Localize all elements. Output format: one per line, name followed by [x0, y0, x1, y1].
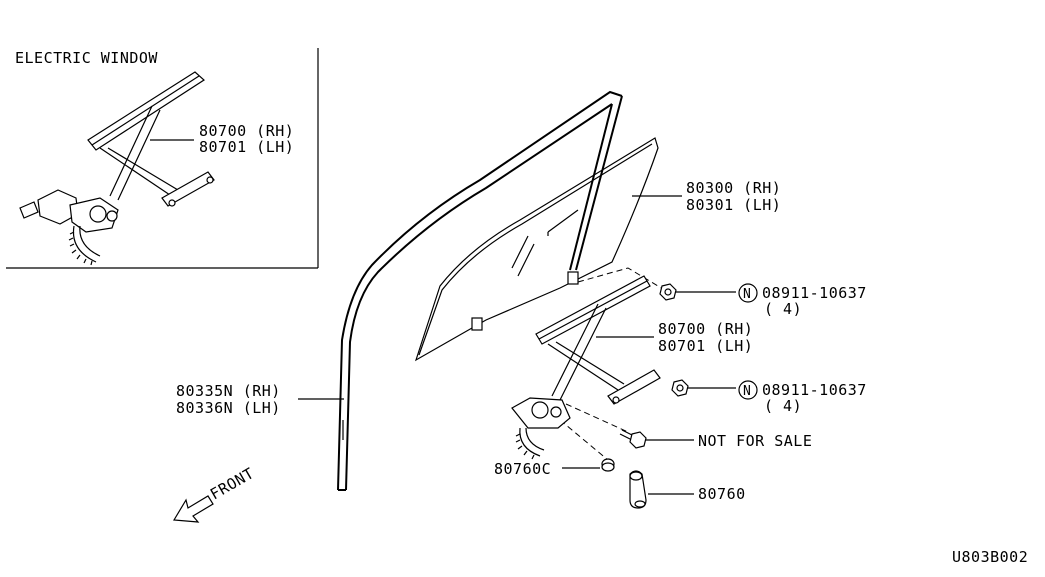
handle-label: 80760 [698, 485, 746, 503]
regulator-rh-label: 80700 (RH) [658, 320, 753, 338]
inset-regulator-rh-label: 80700 (RH) [199, 122, 294, 140]
handle-cap [601, 458, 615, 472]
run-rh-label: 80335N (RH) [176, 382, 281, 400]
upper-bolt-n-circle [738, 283, 758, 303]
upper-bolt-qty-label: ( 4) [764, 300, 802, 318]
diagram-id: U803B002 [952, 548, 1028, 566]
lower-bolt-part-label: 08911-10637 [762, 381, 867, 399]
inset-regulator-drawing [19, 71, 215, 266]
window-run-channel [337, 90, 623, 491]
inset-title: ELECTRIC WINDOW [15, 49, 158, 67]
lower-bolt-n-circle [738, 380, 758, 400]
front-label: FRONT [207, 464, 257, 503]
lower-bolt [671, 379, 689, 397]
upper-bolt-part-label: 08911-10637 [762, 284, 867, 302]
upper-bolt-n-mark: N [743, 287, 751, 302]
cap-label: 80760C [494, 460, 551, 478]
front-arrow-icon [172, 495, 214, 523]
cap-mount-dash [559, 419, 609, 461]
lower-bolt-n-mark: N [743, 384, 751, 399]
electric-window-inset: ELECTRIC WINDOW 80700 (RH) 80701 (L [6, 48, 319, 269]
window-handle [629, 470, 647, 509]
run-lh-label: 80336N (LH) [176, 399, 281, 417]
lower-bolt-qty-label: ( 4) [764, 397, 802, 415]
not-for-sale-label: NOT FOR SALE [698, 432, 812, 450]
upper-mount-dash [577, 267, 669, 293]
regulator-lh-label: 80701 (LH) [658, 337, 753, 355]
glass-rh-label: 80300 (RH) [686, 179, 781, 197]
upper-bolt [659, 283, 677, 301]
glass-lh-label: 80301 (LH) [686, 196, 781, 214]
door-glass [414, 137, 659, 362]
window-regulator [511, 275, 661, 460]
handle-bolt [619, 429, 647, 449]
lower-mount-dash [565, 403, 629, 433]
inset-regulator-lh-label: 80701 (LH) [199, 138, 294, 156]
